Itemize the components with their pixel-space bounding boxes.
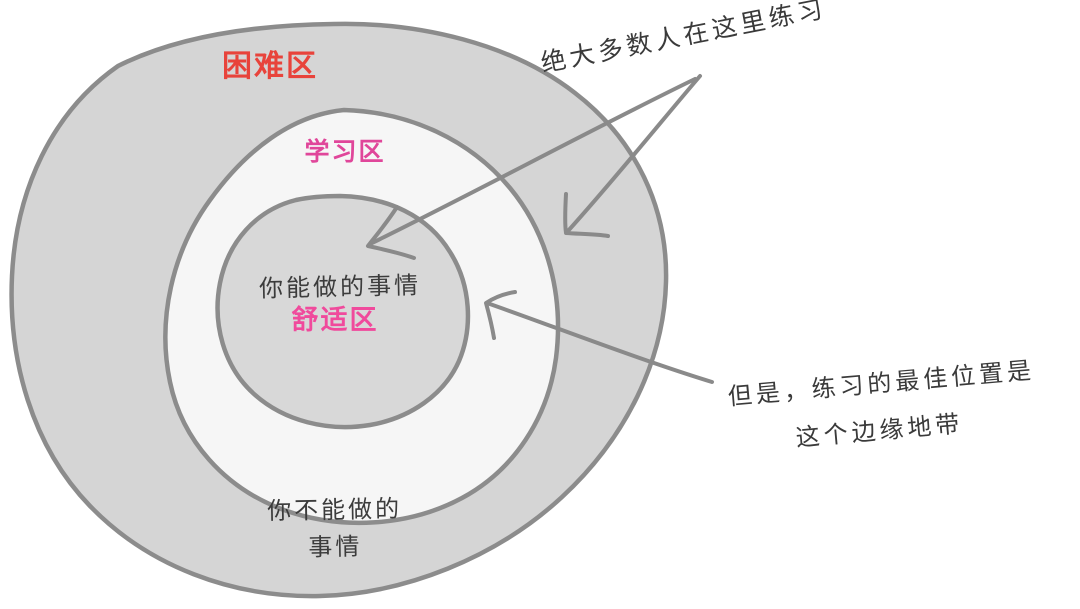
arrow-to-learning-edge <box>484 290 714 384</box>
arrow-to-comfort-zone <box>366 77 697 260</box>
arrow-to-hard-zone <box>563 74 702 238</box>
comfort-zone-shape <box>215 193 471 430</box>
